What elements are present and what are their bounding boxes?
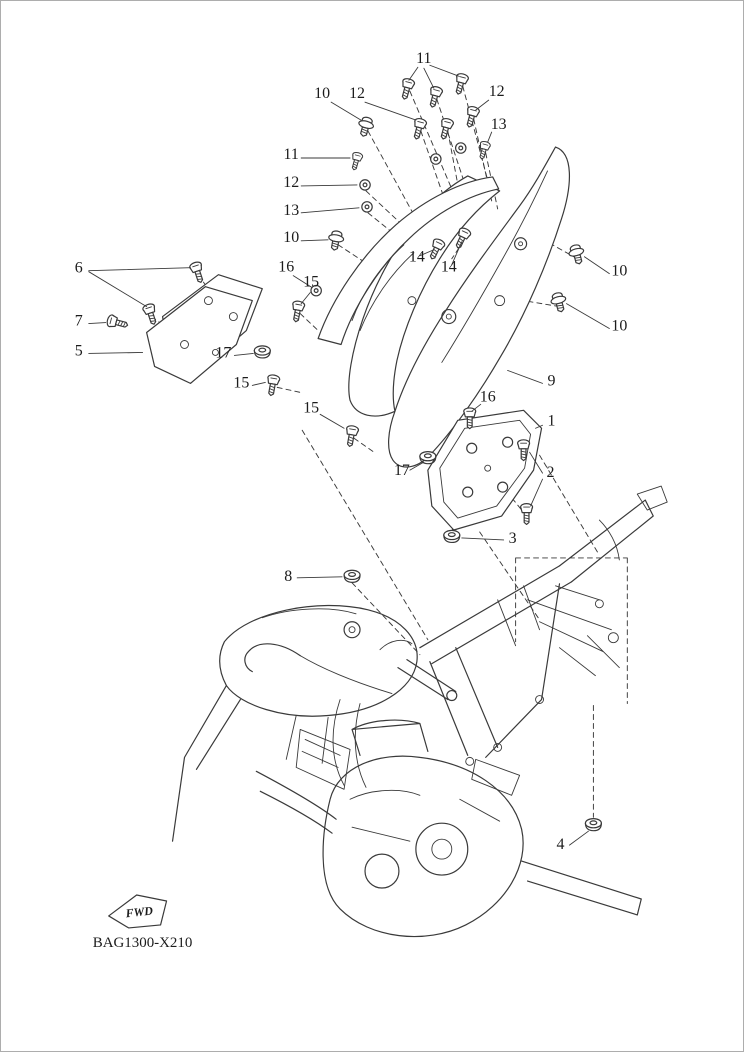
bolt-icon [566, 242, 588, 267]
leader-lines [88, 64, 610, 846]
callout-label: 12 [349, 85, 365, 102]
grommet-icon [253, 345, 271, 359]
callout-label: 10 [611, 263, 627, 280]
screw-icon [436, 116, 455, 142]
callout-label: 15 [303, 274, 319, 291]
grommet-icon [443, 529, 461, 544]
callout-label: 15 [303, 399, 319, 416]
screw-icon [520, 503, 534, 526]
callout-label: 14 [409, 249, 425, 266]
screw-icon [348, 150, 364, 172]
callout-label: 17 [394, 462, 410, 479]
callout-label: 16 [480, 388, 496, 405]
motorcycle-frame [171, 485, 668, 938]
callout-label: 12 [283, 174, 299, 191]
fwd-label: FWD [124, 904, 154, 921]
callout-label: 7 [75, 313, 83, 330]
callout-label: 15 [233, 374, 249, 391]
screw-icon [105, 313, 130, 332]
washer-icon [430, 153, 442, 165]
callout-label: 17 [215, 344, 231, 361]
grommet-icon [343, 569, 361, 583]
screw-icon [289, 299, 306, 324]
screw-icon [397, 76, 416, 102]
callout-label: 12 [489, 83, 505, 100]
screw-icon [141, 302, 161, 327]
diagram-code: BAG1300-X210 [93, 935, 193, 951]
screw-icon [425, 84, 444, 110]
fwd-arrow: FWD [108, 894, 168, 929]
callout-labels: 11 10 12 12 13 11 12 13 10 14 14 10 10 6… [75, 50, 628, 853]
callout-label: 9 [548, 372, 556, 389]
callout-label: 10 [283, 229, 299, 246]
callout-label: 11 [284, 146, 299, 163]
callout-label: 13 [283, 202, 299, 219]
callout-label: 6 [75, 260, 83, 277]
grommet-icon [419, 451, 437, 465]
screw-icon [343, 424, 360, 449]
callout-label: 10 [314, 85, 330, 102]
callout-label: 11 [416, 50, 431, 67]
screw-icon [264, 373, 281, 398]
screw-icon [451, 71, 470, 97]
screw-icon [476, 139, 492, 161]
side-panel-left [146, 274, 263, 384]
washer-icon [454, 142, 467, 154]
screw-icon [188, 260, 208, 285]
bolt-icon [326, 229, 346, 252]
bolt-icon [548, 290, 570, 315]
callout-label: 13 [491, 116, 507, 133]
callout-label: 1 [548, 412, 556, 429]
grommet-icon [584, 818, 602, 832]
grab-rail [317, 176, 500, 346]
callout-label: 14 [441, 259, 457, 276]
callout-label: 5 [75, 342, 83, 359]
callout-label: 10 [611, 318, 627, 335]
callout-label: 8 [284, 568, 292, 585]
callout-label: 2 [547, 464, 555, 481]
washer-icon [361, 201, 373, 213]
callout-label: 4 [557, 836, 565, 853]
washer-icon [359, 179, 371, 191]
screw-icon [409, 116, 428, 142]
callout-label: 3 [509, 530, 517, 547]
mounting-bracket [427, 409, 543, 531]
callout-label: 16 [278, 259, 294, 276]
